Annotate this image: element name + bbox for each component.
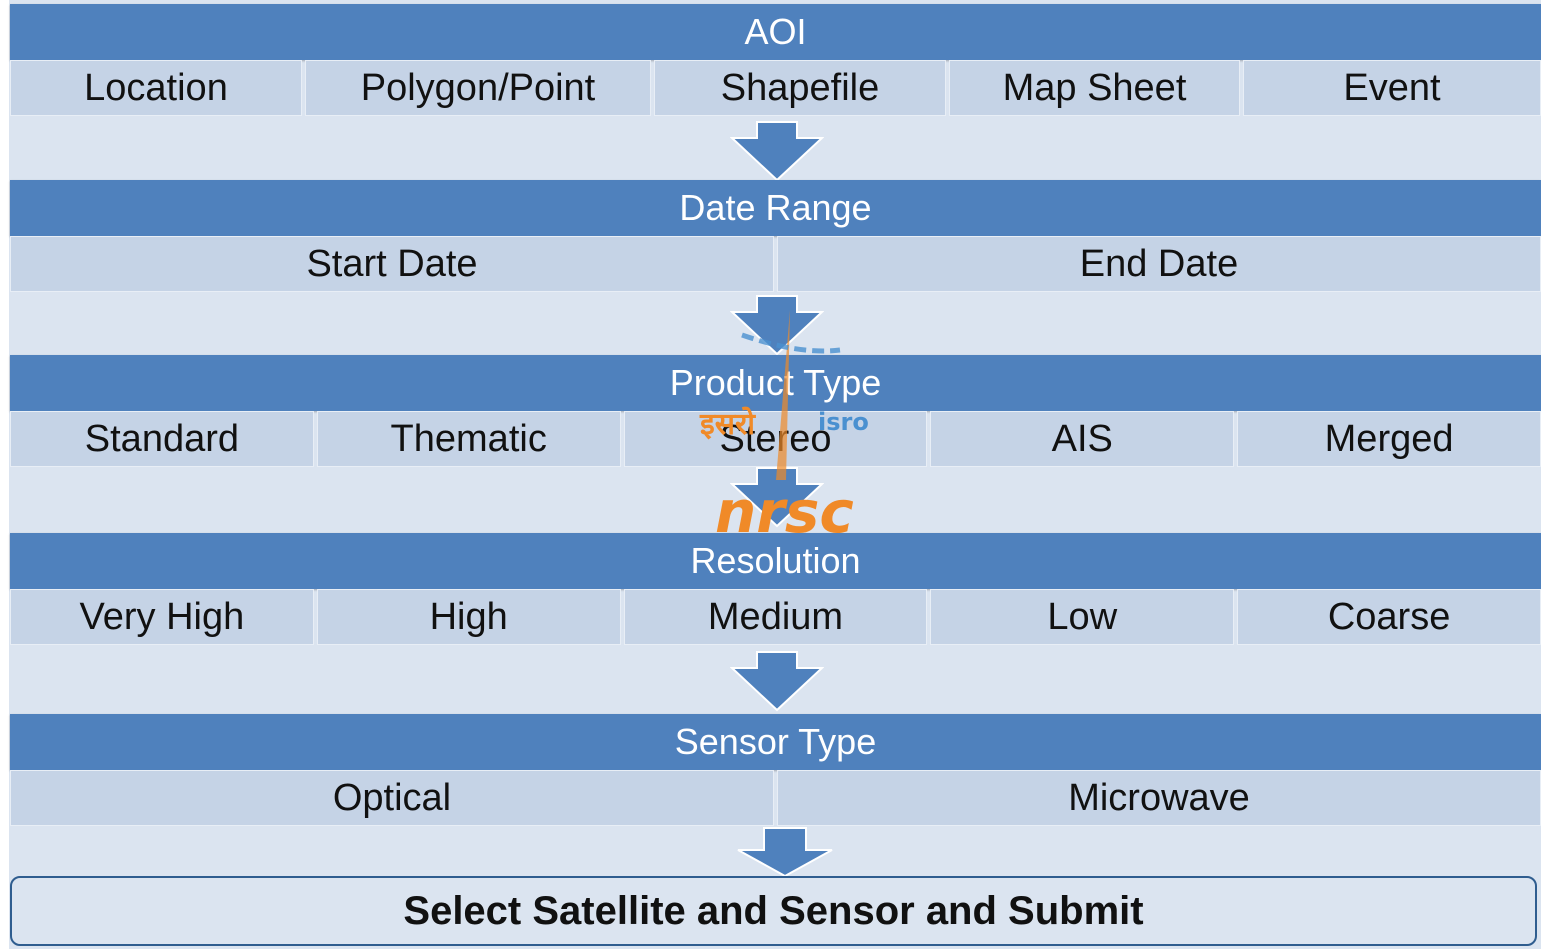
aoi-option-location[interactable]: Location [10,60,302,116]
product-option-thematic[interactable]: Thematic [316,411,621,467]
sensor-option-optical[interactable]: Optical [10,770,774,826]
aoi-option-map-sheet[interactable]: Map Sheet [949,60,1240,116]
sensor-option-microwave[interactable]: Microwave [777,770,1541,826]
down-arrow-icon [730,467,824,528]
resolution-option-coarse[interactable]: Coarse [1237,589,1541,645]
resolution-header: Resolution [10,533,1541,589]
left-margin [0,0,9,949]
resolution-options: Very High High Medium Low Coarse [10,589,1541,645]
aoi-option-shapefile[interactable]: Shapefile [654,60,946,116]
aoi-option-event[interactable]: Event [1243,60,1541,116]
down-arrow-icon [737,827,833,878]
down-arrow-icon [730,295,824,356]
down-arrow-icon [730,651,824,712]
aoi-option-polygon-point[interactable]: Polygon/Point [305,60,651,116]
product-type-options: Standard Thematic Stereo AIS Merged [10,411,1541,467]
date-range-section: Date Range Start Date End Date [10,180,1541,292]
aoi-section: AOI Location Polygon/Point Shapefile Map… [10,4,1541,116]
product-option-standard[interactable]: Standard [10,411,314,467]
sensor-type-header: Sensor Type [10,714,1541,770]
product-option-merged[interactable]: Merged [1237,411,1541,467]
date-range-options: Start Date End Date [10,236,1541,292]
aoi-options: Location Polygon/Point Shapefile Map She… [10,60,1541,116]
product-type-section: Product Type Standard Thematic Stereo AI… [10,355,1541,467]
product-option-stereo[interactable]: Stereo [623,411,928,467]
end-date-option[interactable]: End Date [777,236,1541,292]
resolution-option-medium[interactable]: Medium [623,589,928,645]
resolution-option-very-high[interactable]: Very High [10,589,314,645]
resolution-option-low[interactable]: Low [930,589,1235,645]
down-arrow-icon [730,121,824,182]
sensor-type-section: Sensor Type Optical Microwave [10,714,1541,826]
date-range-header: Date Range [10,180,1541,236]
sensor-type-options: Optical Microwave [10,770,1541,826]
aoi-header: AOI [10,4,1541,60]
start-date-option[interactable]: Start Date [10,236,774,292]
submit-step-box[interactable]: Select Satellite and Sensor and Submit [10,876,1537,946]
product-type-header: Product Type [10,355,1541,411]
resolution-option-high[interactable]: High [316,589,621,645]
product-option-ais[interactable]: AIS [930,411,1235,467]
resolution-section: Resolution Very High High Medium Low Coa… [10,533,1541,645]
